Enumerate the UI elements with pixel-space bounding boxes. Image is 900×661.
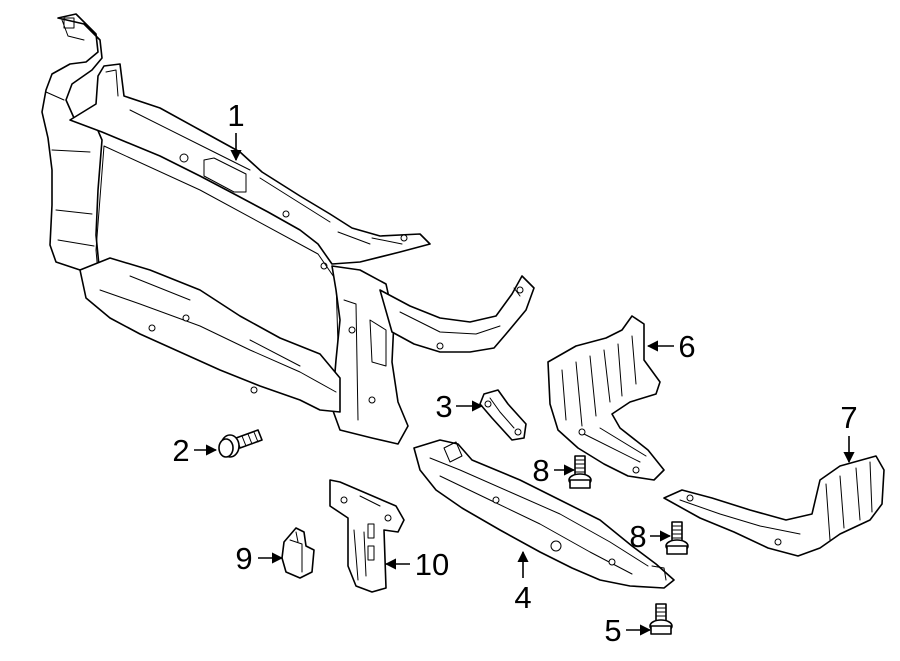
bolt-5[interactable] bbox=[649, 603, 673, 635]
bolt-8b[interactable] bbox=[665, 521, 689, 555]
callout-8a: 8 bbox=[532, 453, 549, 488]
splash-shield-6[interactable] bbox=[547, 315, 665, 481]
callout-7: 7 bbox=[840, 400, 857, 435]
callout-4: 4 bbox=[514, 580, 531, 615]
clip-9[interactable] bbox=[281, 527, 315, 579]
flange-bolt-2[interactable] bbox=[218, 429, 263, 458]
callout-6: 6 bbox=[678, 329, 695, 364]
callout-3: 3 bbox=[435, 389, 452, 424]
callout-10: 10 bbox=[415, 547, 449, 582]
callout-2: 2 bbox=[172, 433, 189, 468]
lower-deflector-4[interactable] bbox=[413, 439, 675, 589]
radiator-support-frame[interactable] bbox=[41, 13, 535, 445]
callout-1: 1 bbox=[227, 98, 244, 133]
bracket-3[interactable] bbox=[479, 389, 527, 441]
splash-shield-7[interactable] bbox=[663, 455, 885, 557]
callout-8b: 8 bbox=[629, 519, 646, 554]
callout-9: 9 bbox=[235, 541, 252, 576]
bracket-plate-10[interactable] bbox=[329, 479, 405, 593]
bolt-8a[interactable] bbox=[568, 455, 592, 489]
callout-5: 5 bbox=[604, 613, 621, 648]
